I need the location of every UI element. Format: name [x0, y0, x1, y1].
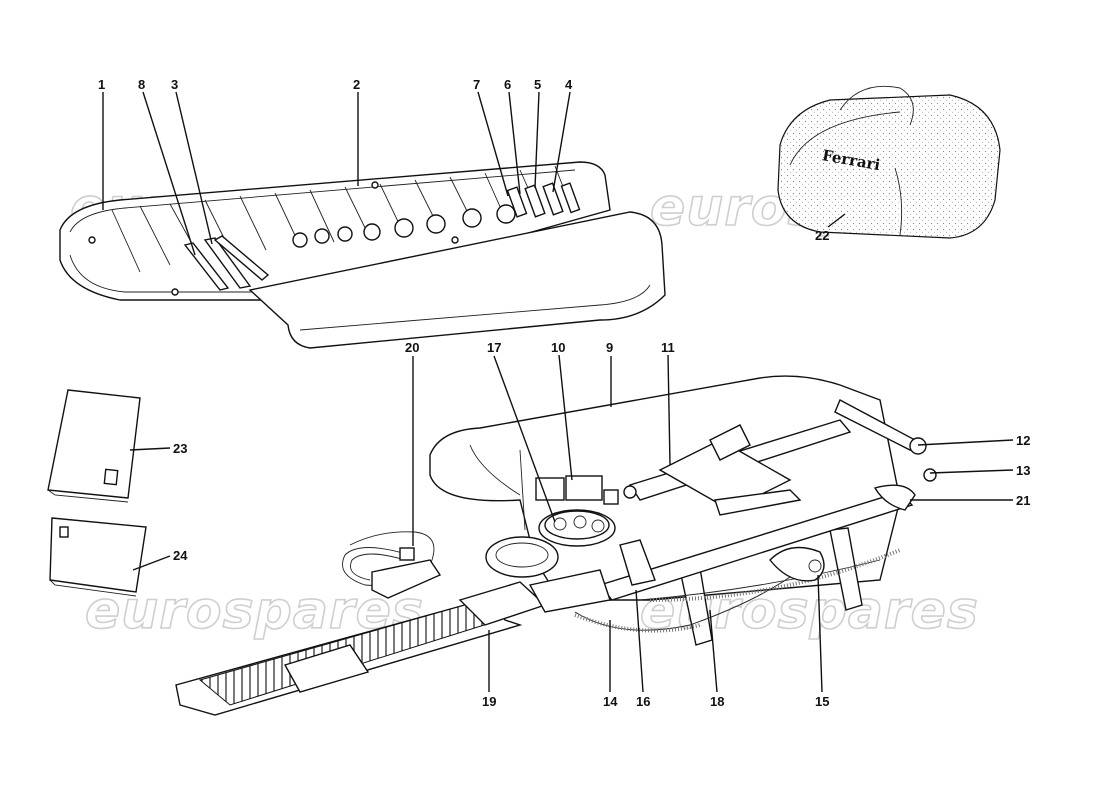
- ferrari-car-cover-bag: Ferrari: [777, 85, 1001, 239]
- callout-1: 1: [98, 77, 105, 92]
- callout-22: 22: [815, 228, 829, 243]
- callout-6: 6: [504, 77, 511, 92]
- callout-9: 9: [606, 340, 613, 355]
- callout-15: 15: [815, 694, 829, 709]
- inspection-lamp: [342, 531, 442, 599]
- callout-23: 23: [173, 441, 187, 456]
- lamp-torch: [175, 569, 611, 716]
- tool-roll: [59, 161, 666, 349]
- callout-20: 20: [405, 340, 419, 355]
- callout-7: 7: [473, 77, 480, 92]
- callout-labels: 1 2 3 4 5 6 7 8 9 10 11 12 13 14 15 16 1…: [98, 77, 1030, 709]
- callout-14: 14: [603, 694, 618, 709]
- wheel-brace: [598, 484, 916, 601]
- callout-5: 5: [534, 77, 541, 92]
- callout-3: 3: [171, 77, 178, 92]
- callout-11: 11: [661, 340, 675, 355]
- callout-4: 4: [565, 77, 573, 92]
- callout-2: 2: [353, 77, 360, 92]
- tool-roll-pouch: [59, 161, 611, 301]
- callout-16: 16: [636, 694, 650, 709]
- pliers: [183, 235, 270, 291]
- wrench-set: [292, 204, 516, 248]
- callout-18: 18: [710, 694, 724, 709]
- callout-24: 24: [173, 548, 188, 563]
- callout-19: 19: [482, 694, 496, 709]
- callout-12: 12: [1016, 433, 1030, 448]
- owners-manual-binder: [47, 389, 141, 503]
- callout-13: 13: [1016, 463, 1030, 478]
- screwdriver-set: [506, 182, 581, 218]
- callout-21: 21: [1016, 493, 1030, 508]
- callout-8: 8: [138, 77, 145, 92]
- strap-right: [829, 527, 863, 611]
- bulb-fuse-boxes: [535, 475, 619, 505]
- scissor-jack: [623, 399, 937, 516]
- tool-roll-flap: [248, 211, 666, 349]
- callout-17: 17: [487, 340, 501, 355]
- leader-lines: [102, 91, 1014, 693]
- wheel-nut-socket: [769, 546, 825, 582]
- spares-tin: [485, 509, 616, 578]
- callout-10: 10: [551, 340, 565, 355]
- service-booklet: [49, 517, 147, 597]
